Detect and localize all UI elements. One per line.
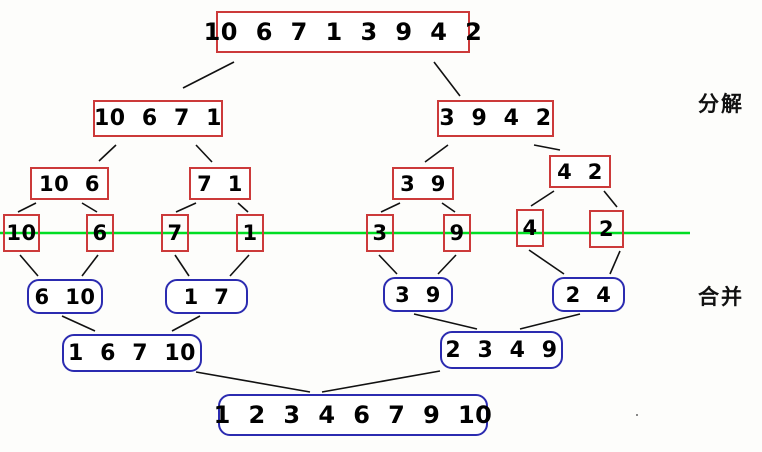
edge-root-right (433, 61, 461, 97)
edge-s4-left (175, 202, 197, 213)
edge-s6-left (530, 190, 555, 207)
leaf-node-l1: 6 (86, 214, 114, 252)
edge-s5-right (441, 202, 456, 213)
edge-m1-left (174, 254, 190, 277)
edge-m3-left (528, 249, 565, 275)
split-node-s3: 10 6 (30, 167, 109, 200)
edge-m3-right (609, 250, 621, 275)
merge-node-m1: 1 7 (165, 279, 248, 314)
leaf-node-l2: 7 (161, 214, 189, 252)
edge-m4-left (61, 315, 96, 332)
leaf-node-l3: 1 (236, 214, 264, 252)
leaf-node-l6: 4 (516, 209, 544, 247)
edge-m2-right (437, 254, 457, 275)
split-node-s1: 10 6 7 1 (93, 100, 223, 137)
split-node-s4: 7 1 (189, 167, 251, 200)
leaf-node-l4: 3 (366, 214, 394, 252)
merge-node-m2: 3 9 (383, 277, 453, 312)
leaf-node-l0: 10 (3, 214, 40, 252)
edge-s5-left (380, 202, 401, 213)
label-merge: 合并 (698, 285, 744, 309)
split-node-s6: 4 2 (549, 155, 611, 188)
edge-l2-right (533, 144, 561, 151)
edge-s6-right (603, 190, 618, 208)
leaf-node-l5: 9 (443, 214, 471, 252)
edge-m5-left (413, 313, 478, 330)
merge-node-m6: 1 2 3 4 6 7 9 10 (214, 394, 492, 436)
label-divide: 分解 (698, 92, 744, 116)
merge-node-m5: 2 3 4 9 (440, 331, 563, 369)
edge-m1-right (229, 254, 250, 277)
edge-m2-left (378, 254, 398, 275)
edge-m0-left (19, 254, 39, 277)
merge-node-m3: 2 4 (552, 277, 625, 312)
edge-m0-right (81, 254, 99, 277)
stray-dot (636, 414, 638, 416)
edge-s3-left (17, 202, 37, 213)
edge-s3-right (81, 202, 98, 213)
edge-final-right (321, 370, 441, 393)
edge-l2-left (424, 144, 449, 163)
split-node-s2: 3 9 4 2 (437, 100, 554, 137)
edge-m5-right (519, 313, 581, 330)
merge-node-m0: 6 10 (27, 279, 103, 314)
edge-final-left (195, 371, 311, 393)
edge-l1-left (98, 144, 117, 162)
split-node-s5: 3 9 (392, 167, 454, 200)
edge-root-left (182, 61, 235, 89)
edge-l1-right (195, 144, 213, 163)
leaf-node-l7: 2 (589, 210, 624, 248)
merge-node-m4: 1 6 7 10 (62, 334, 202, 372)
edge-m4-right (171, 315, 201, 332)
split-node-s0: 10 6 7 1 3 9 4 2 (204, 11, 482, 53)
edge-s4-right (237, 202, 249, 213)
